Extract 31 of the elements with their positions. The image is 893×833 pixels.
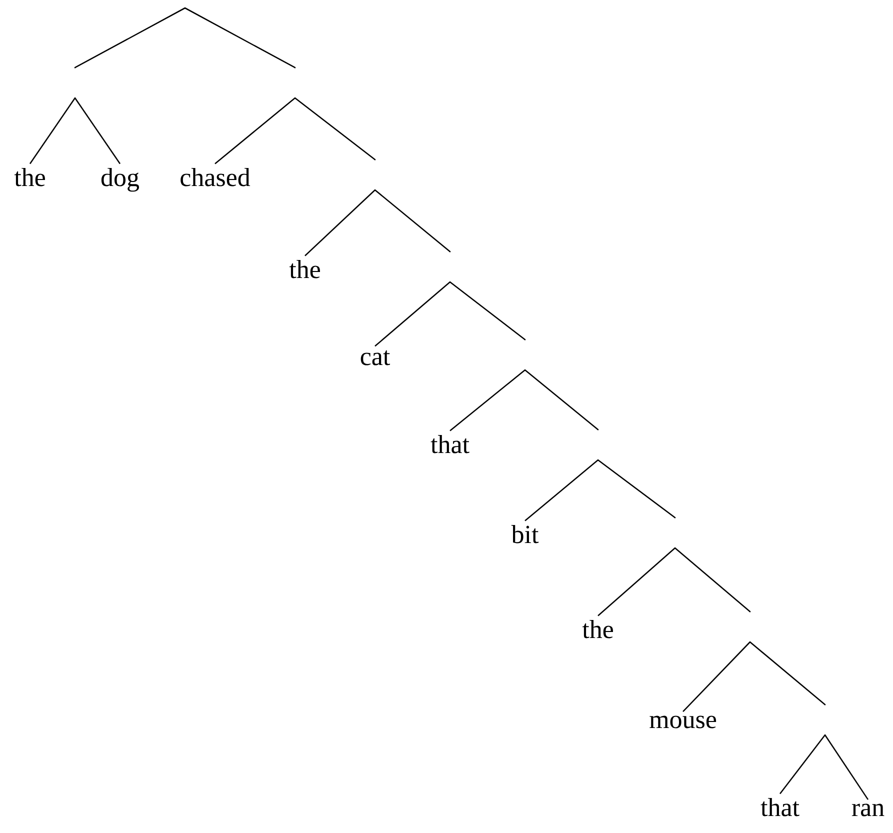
branch-line [450,281,526,340]
word-label: cat [360,350,390,366]
branch-line [450,370,526,432]
branch-line [598,459,676,518]
branch-line [598,548,676,616]
word-label: chased [180,168,250,186]
branch-line [674,548,750,612]
branch-line [780,734,826,794]
word-label: the [14,168,45,186]
word-label: the [289,260,320,278]
branch-line [374,190,450,252]
branch-line [524,370,598,430]
word-label: bit [511,524,539,544]
word-label: ran [852,804,884,816]
branch-line [750,642,826,706]
word-label: mouse [650,716,716,728]
branch-line [824,734,869,800]
branch-line [304,190,376,256]
word-label: the [582,620,613,638]
word-label: dog [101,168,139,192]
word-label: that [760,798,800,816]
branch-line [294,97,376,160]
branch-line [524,460,598,522]
branch-line [374,282,450,347]
word-label: that [430,434,470,454]
branch-line [184,7,296,68]
branch-line [74,7,186,68]
branch-line [74,98,121,164]
branch-line [29,98,76,164]
branch-line [214,98,296,164]
branch-line [682,642,750,712]
